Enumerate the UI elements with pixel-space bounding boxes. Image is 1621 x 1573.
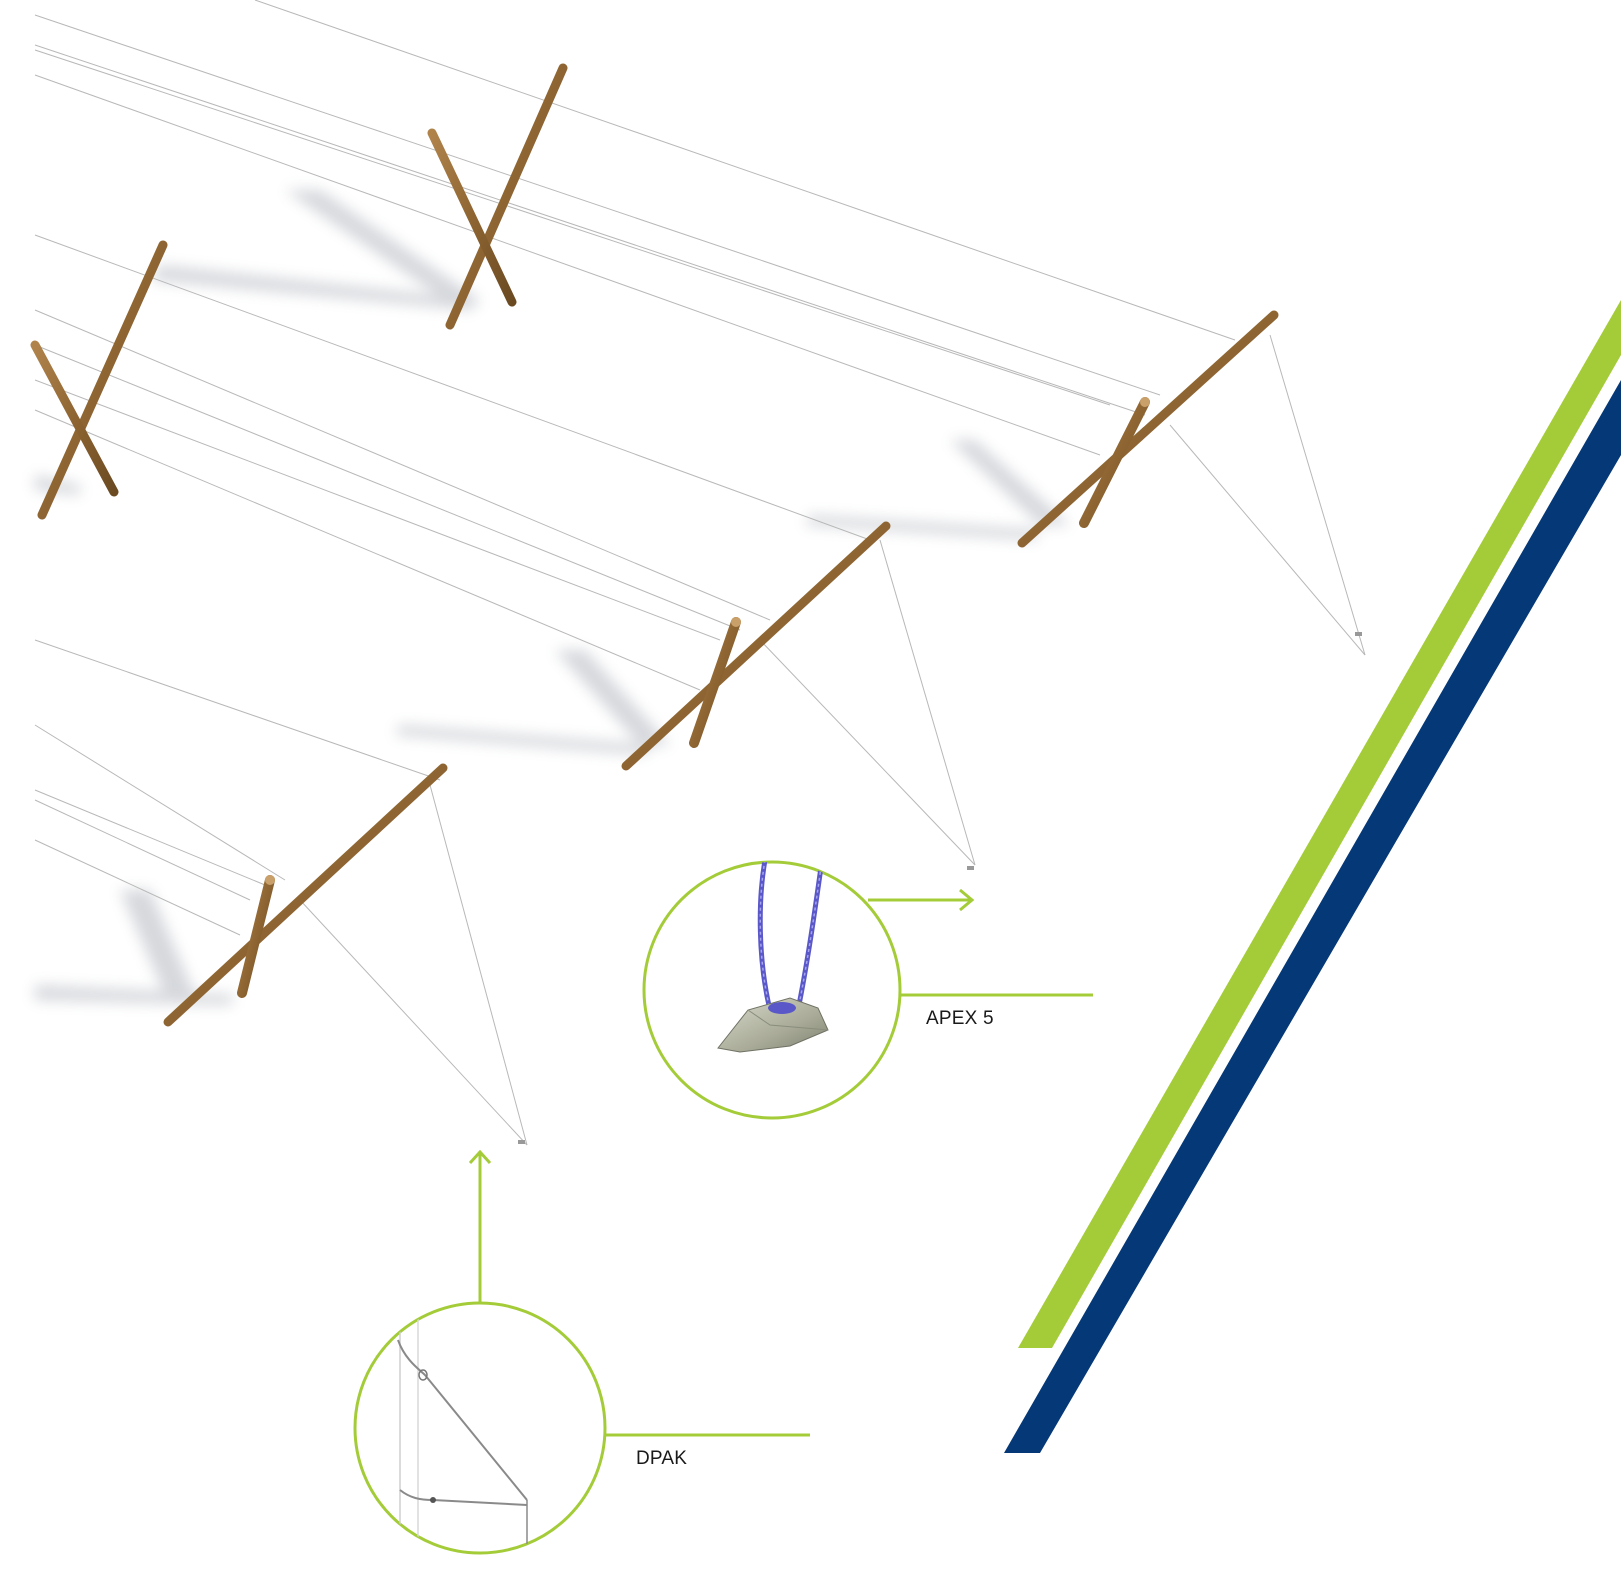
trellis-wires: [34, 0, 1366, 1146]
earth-anchor-with-rope-icon: [717, 862, 829, 1053]
post-tops: [265, 397, 1150, 885]
accent-stripes: [1004, 300, 1621, 1453]
ground-anchors: [518, 632, 1362, 1144]
dpak-label: DPAK: [636, 1448, 688, 1469]
apex-callout: [642, 860, 1093, 1120]
apex-label: APEX 5: [926, 1008, 994, 1029]
wire-tensioner-detail-icon: [397, 1303, 528, 1553]
wooden-posts: [30, 63, 1279, 1027]
ground-shadows: [35, 190, 1070, 1005]
dpak-callout: [353, 1149, 810, 1555]
